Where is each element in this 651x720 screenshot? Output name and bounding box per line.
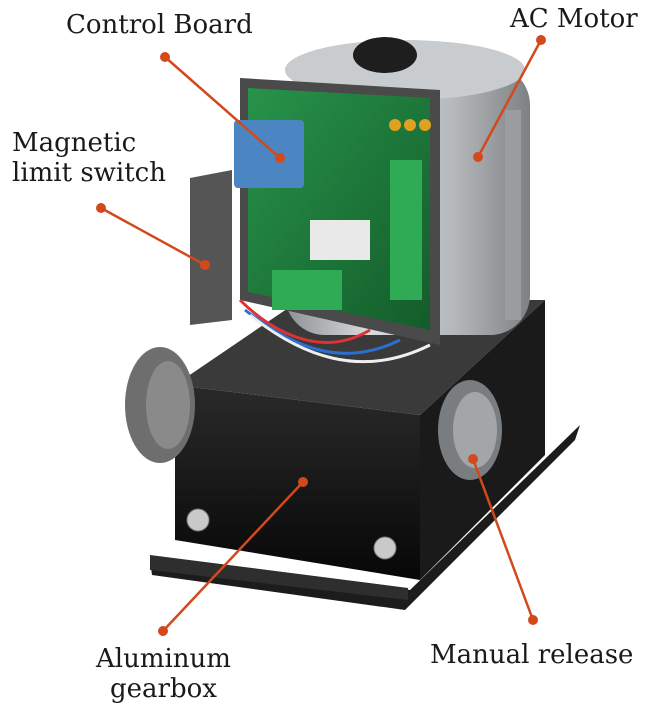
callout-line-control-board	[164, 56, 281, 159]
led-2	[404, 119, 416, 131]
callout-line-gearbox	[162, 481, 304, 632]
wire-white	[249, 313, 431, 364]
bolt-left	[186, 508, 210, 532]
callout-dot	[160, 52, 170, 62]
callout-dot	[275, 153, 285, 163]
label-magnetic-limit-switch-line2: limit switch	[12, 158, 166, 188]
callout-dot	[96, 203, 106, 213]
label-ac-motor: AC Motor	[510, 4, 638, 34]
label-magnetic-limit-switch-line1: Magnetic	[12, 128, 137, 158]
transformer	[234, 120, 304, 188]
limit-switch-post	[190, 170, 232, 325]
callout-dot	[536, 35, 546, 45]
base-plate-edge	[150, 555, 408, 600]
led-1	[389, 119, 401, 131]
callout-line-ac-motor	[476, 39, 543, 158]
terminal-block-right	[390, 160, 422, 300]
gearbox-front	[175, 385, 420, 580]
callout-dot	[298, 477, 308, 487]
label-ac-motor-text: AC Motor	[510, 4, 638, 34]
label-aluminum-gearbox-line1: Aluminum	[96, 644, 231, 674]
callout-dot	[473, 152, 483, 162]
bolt-right	[373, 536, 397, 560]
gear-cap-face	[146, 361, 190, 449]
label-manual-release: Manual release	[430, 640, 633, 670]
callout-dot	[158, 626, 168, 636]
callout-line-manual-release	[471, 458, 535, 621]
terminal-block-bottom	[272, 270, 342, 310]
label-manual-release-text: Manual release	[430, 640, 634, 670]
label-control-board-text: Control Board	[66, 10, 253, 40]
motor-knob	[353, 37, 417, 73]
callout-dots	[96, 35, 546, 636]
callout-line-limit-switch	[100, 206, 206, 267]
callout-dot	[468, 454, 478, 464]
wire-red	[238, 298, 371, 344]
callout-dot	[528, 615, 538, 625]
label-aluminum-gearbox-line2: gearbox	[110, 674, 217, 704]
label-control-board: Control Board	[66, 10, 253, 40]
label-magnetic-limit-switch: Magnetic limit switch	[12, 128, 166, 188]
motor-bolt-rod	[505, 110, 521, 320]
led-3	[419, 119, 431, 131]
callout-dot	[200, 260, 210, 270]
label-aluminum-gearbox: Aluminum gearbox	[96, 644, 231, 704]
manual-release-face	[453, 392, 497, 468]
relay	[310, 220, 370, 260]
callout-lines	[100, 39, 543, 632]
